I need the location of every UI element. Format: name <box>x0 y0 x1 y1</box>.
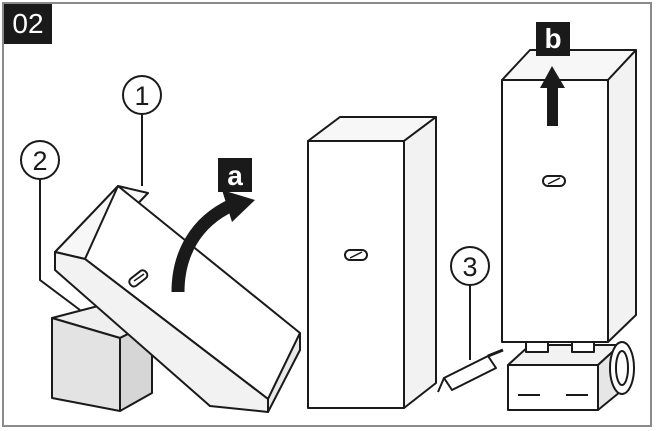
upright-appliance <box>307 116 437 409</box>
callout-2: 2 <box>20 140 81 311</box>
step-badge: 02 <box>4 4 52 44</box>
tilted-appliance <box>54 185 301 413</box>
up-arrow-icon <box>540 66 565 88</box>
callout-1-number: 1 <box>134 81 149 111</box>
arrow-label-a: a <box>218 158 252 192</box>
arrow-label-a-text: a <box>227 160 243 191</box>
callout-2-number: 2 <box>32 146 47 176</box>
up-arrow-b <box>540 66 565 126</box>
callout-3: 3 <box>450 246 490 360</box>
figure-frame <box>2 2 652 427</box>
callout-1: 1 <box>122 75 162 186</box>
arrow-label-b-text: b <box>544 23 561 54</box>
callout-3-number: 3 <box>462 252 477 282</box>
arrow-label-b: b <box>536 22 570 56</box>
base-stand <box>507 329 635 411</box>
step-number: 02 <box>12 8 43 39</box>
screwdriver-tool <box>437 348 504 393</box>
curved-arrow-icon <box>222 190 255 222</box>
lifted-appliance <box>501 49 637 343</box>
curved-arrow-a <box>171 190 255 293</box>
